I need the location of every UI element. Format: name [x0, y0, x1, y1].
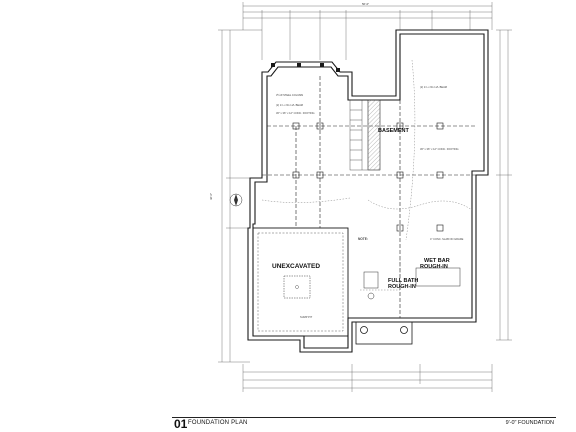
- plan-notes: 3½ Ø STEEL COLUMN (2) 1¾ x 9¼ LVL BEAM 3…: [276, 85, 464, 319]
- note-heading: NOTE:: [358, 237, 368, 241]
- wet-bar-line-2: ROUGH-IN: [420, 264, 448, 270]
- room-label-basement: BASEMENT: [378, 128, 410, 134]
- drawing-title: FOUNDATION PLAN: [188, 420, 248, 426]
- wet-bar-line-1: WET BAR: [424, 258, 450, 264]
- stair: [349, 99, 381, 171]
- bay-bump-piers: [271, 63, 340, 72]
- note-sump: SUMP PIT: [300, 315, 313, 319]
- wet-bar-counter: [415, 267, 461, 287]
- top-overall-dimension: 56'-0": [362, 2, 369, 6]
- right-dimension-strings: [496, 29, 512, 341]
- porch-stoop: [355, 321, 413, 345]
- bath-roughin: [363, 271, 379, 300]
- note-beam-2: (2) 1¾ x 9¼ LVL BEAM: [420, 85, 447, 89]
- top-dimension-strings: [242, 2, 493, 60]
- bottom-dimension-strings: [242, 364, 493, 392]
- north-arrow-icon: [229, 193, 243, 207]
- steel-columns: [292, 122, 444, 232]
- unexcavated-area: [252, 227, 349, 337]
- left-overall-dimension: 42'-0": [209, 193, 213, 200]
- full-bath-line-2: ROUGH-IN: [388, 284, 416, 290]
- full-bath-line-1: FULL BATH: [388, 278, 418, 284]
- note-beam: (2) 1¾ x 9¼ LVL BEAM: [276, 103, 303, 107]
- note-steel-column: 3½ Ø STEEL COLUMN: [276, 93, 303, 97]
- note-slab: 4" CONC. SLAB ON GRADE: [430, 237, 464, 241]
- drawing-right-label: 9'-0" FOUNDATION: [505, 420, 554, 426]
- left-dimension-strings: [218, 29, 262, 363]
- room-label-unexcavated: UNEXCAVATED: [272, 263, 320, 270]
- note-footing-2: 36" x 36" x 12" CONC. FOOTING: [420, 147, 459, 151]
- title-rule: [172, 417, 556, 418]
- note-footing: 36" x 36" x 12" CONC. FOOTING: [276, 111, 315, 115]
- room-label-wet-bar: WET BAR ROUGH-IN: [420, 258, 451, 270]
- room-label-full-bath: FULL BATH ROUGH-IN: [388, 278, 420, 290]
- drawing-number: 01: [174, 417, 188, 431]
- plumbing-runs: [261, 59, 473, 291]
- foundation-walls: [247, 29, 489, 353]
